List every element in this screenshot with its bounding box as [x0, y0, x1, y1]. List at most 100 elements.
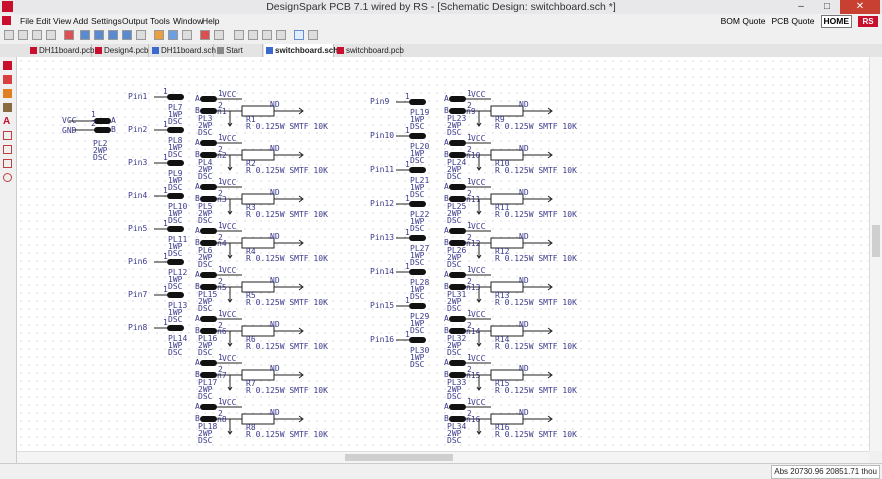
tab-dh11board-sch[interactable]: DH11board.sch — [150, 44, 216, 57]
select-pointer-icon[interactable] — [294, 30, 304, 40]
horizontal-scrollbar[interactable] — [17, 451, 869, 464]
net-label: n14 — [466, 327, 481, 336]
schematic-drawing[interactable]: VCC GND A B 1 2 PL2 2WP DSC Pin11PL71WPD… — [17, 57, 869, 451]
minimize-icon[interactable]: – — [798, 1, 804, 12]
save-icon[interactable] — [32, 30, 42, 40]
component-icon[interactable] — [3, 61, 12, 70]
shape-icon[interactable] — [3, 131, 12, 140]
menu-add[interactable]: Add — [73, 16, 89, 26]
delete-icon[interactable] — [276, 30, 286, 40]
rs-part-icon[interactable] — [64, 30, 74, 40]
bom-quote-link[interactable]: BOM Quote — [720, 16, 766, 26]
close-icon[interactable]: ✕ — [840, 0, 880, 14]
undo-icon[interactable] — [200, 30, 210, 40]
menu-settings[interactable]: Settings — [91, 16, 122, 26]
tab-switchboard-sch[interactable]: switchboard.sch — [264, 44, 338, 57]
bus-icon[interactable] — [3, 89, 12, 98]
resistor-ref: R10 — [495, 159, 510, 168]
switch-connector-dsc: DSC — [198, 348, 213, 357]
zoom-window-icon[interactable] — [122, 30, 132, 40]
line-icon[interactable] — [3, 145, 12, 154]
resistor-ref: R7 — [246, 379, 256, 388]
tab-design4-pcb[interactable]: Design4.pcb — [93, 44, 149, 57]
doc-menu-icon[interactable] — [2, 16, 11, 25]
menu-view[interactable]: View — [53, 16, 72, 26]
zoom-out-icon[interactable] — [94, 30, 104, 40]
menu-edit[interactable]: Edit — [36, 16, 51, 26]
connector-type: 1WP — [168, 341, 183, 350]
properties-icon[interactable] — [308, 30, 318, 40]
menu-file[interactable]: File — [20, 16, 34, 26]
vertical-scrollbar[interactable] — [869, 57, 882, 451]
window-controls: – □ ✕ — [788, 0, 880, 14]
power-connector[interactable]: VCC GND A B 1 2 PL2 2WP DSC — [62, 110, 116, 162]
redo-icon[interactable] — [214, 30, 224, 40]
menu-window[interactable]: Window — [173, 16, 204, 26]
layers-icon[interactable] — [182, 30, 192, 40]
new-file-icon[interactable] — [4, 30, 14, 40]
tab-switchboard-pcb[interactable]: switchboard.pcb — [335, 44, 404, 57]
pcb-quote-link[interactable]: PCB Quote — [771, 16, 815, 26]
rectangle-icon[interactable] — [3, 159, 12, 168]
switch-connector-type: 2WP — [198, 165, 213, 174]
net-icon[interactable] — [3, 103, 12, 112]
app-icon[interactable] — [2, 1, 13, 12]
menu-tools[interactable]: Tools — [150, 16, 170, 26]
tab-dh11board-pcb[interactable]: DH11board.pcb — [28, 44, 94, 57]
horizontal-scroll-thumb[interactable] — [345, 454, 453, 461]
redraw-icon[interactable] — [136, 30, 146, 40]
home-link[interactable]: HOME — [820, 14, 852, 28]
menu-output[interactable]: Output — [122, 16, 148, 26]
tab-start-page[interactable]: Start Page — [215, 44, 263, 68]
zoom-in-icon[interactable] — [80, 30, 90, 40]
resistor-value: R 0.125W SMTF 10K — [495, 386, 577, 395]
wire-icon[interactable] — [3, 75, 12, 84]
vertical-scroll-thumb[interactable] — [872, 225, 880, 257]
menu-help[interactable]: Help — [202, 16, 220, 26]
copy-icon[interactable] — [248, 30, 258, 40]
zoom-extents-icon[interactable] — [108, 30, 118, 40]
grid-icon[interactable] — [168, 30, 178, 40]
paint-icon[interactable] — [154, 30, 164, 40]
paste-icon[interactable] — [262, 30, 272, 40]
text-icon[interactable]: A — [3, 116, 11, 127]
maximize-icon[interactable]: □ — [823, 1, 831, 12]
circle-icon[interactable] — [3, 173, 12, 182]
print-icon[interactable] — [46, 30, 56, 40]
open-file-icon[interactable] — [18, 30, 28, 40]
cut-icon[interactable] — [234, 30, 244, 40]
